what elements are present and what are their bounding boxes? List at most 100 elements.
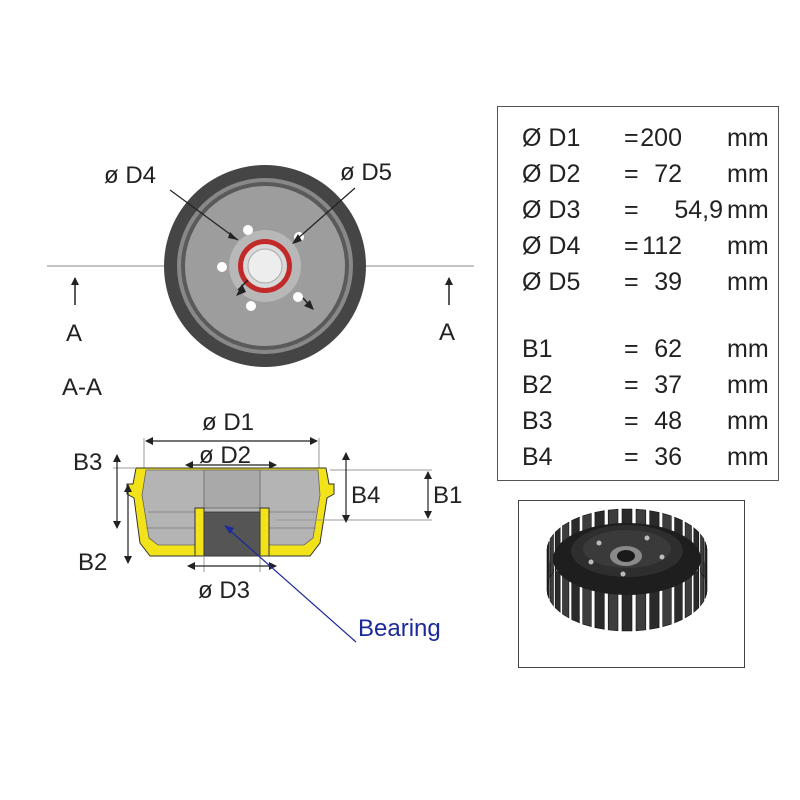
spec-value: 37 — [654, 371, 682, 399]
label-b2: B2 — [78, 549, 107, 576]
bearing-label: Bearing — [358, 615, 441, 642]
d4-dimension — [237, 279, 249, 291]
photo-bolt-hole — [596, 540, 602, 546]
front-view: ø D4 ø D5 A A — [47, 159, 474, 367]
cooling-fin — [607, 591, 619, 632]
cooling-fin — [554, 569, 561, 613]
cooling-fin — [571, 581, 580, 624]
spec-row: Ø D5 = 39 mm — [498, 264, 778, 300]
spec-row: Ø D3 = 54,9 mm — [498, 192, 778, 228]
label-b1: B1 — [433, 482, 462, 509]
label-d2: ø D2 — [199, 442, 251, 469]
spec-unit: mm — [727, 196, 769, 224]
spec-value: 72 — [654, 160, 682, 188]
label-d4: ø D4 — [104, 162, 156, 189]
bearing-arrow — [224, 525, 234, 534]
spec-unit: mm — [727, 335, 769, 363]
spec-name: B4 — [522, 443, 553, 471]
spec-unit: mm — [727, 371, 769, 399]
spec-row: Ø D2 = 72 mm — [498, 156, 778, 192]
bolt-hole — [217, 262, 227, 272]
cooling-fin — [635, 591, 647, 632]
spec-equals: = — [624, 268, 639, 296]
spec-unit: mm — [727, 124, 769, 152]
spec-equals: = — [624, 160, 639, 188]
spec-name: Ø D5 — [522, 268, 581, 296]
spec-unit: mm — [727, 232, 769, 260]
spec-equals: = — [624, 443, 639, 471]
section-view: A-A ø D1 ø D2 B4 B1 — [62, 374, 462, 643]
d4-arrow-lower — [236, 284, 246, 296]
hub-column — [203, 469, 261, 509]
spec-row: Ø D1 = 200 mm — [498, 120, 778, 156]
spec-value: 62 — [654, 335, 682, 363]
cooling-fin — [693, 569, 700, 613]
section-title: A-A — [62, 374, 102, 401]
label-d5: ø D5 — [340, 159, 392, 186]
label-d3: ø D3 — [198, 577, 250, 604]
spec-equals: = — [624, 196, 639, 224]
spec-equals: = — [624, 371, 639, 399]
photo-bolt-hole — [659, 554, 665, 560]
cooling-fin — [662, 585, 672, 627]
cooling-fin — [649, 589, 660, 630]
spec-row: B1 = 62 mm — [498, 331, 778, 367]
spec-value: 39 — [654, 268, 682, 296]
d5-arrow — [292, 234, 302, 244]
label-b4: B4 — [351, 482, 380, 509]
bolt-hole — [293, 292, 303, 302]
d5-leader — [295, 187, 356, 241]
cooling-fin — [621, 592, 633, 632]
label-d1: ø D1 — [202, 409, 254, 436]
spec-equals: = — [624, 335, 639, 363]
bolt-hole — [246, 301, 256, 311]
spec-value: 54,9 — [674, 196, 723, 224]
spec-unit: mm — [727, 268, 769, 296]
spec-name: Ø D4 — [522, 232, 581, 260]
product-photo-frame — [518, 500, 745, 668]
photo-bolt-hole — [644, 535, 650, 541]
spec-value: 200 — [640, 124, 682, 152]
spec-row: B3 = 48 mm — [498, 403, 778, 439]
spec-unit: mm — [727, 160, 769, 188]
section-label-left: A — [66, 320, 82, 347]
section-label-right: A — [439, 319, 455, 346]
spec-name: B1 — [522, 335, 553, 363]
d4-leader — [169, 189, 239, 241]
spec-unit: mm — [727, 443, 769, 471]
specification-table: Ø D1 = 200 mm Ø D2 = 72 mm Ø D3 = 54,9 m… — [497, 106, 779, 481]
cooling-fin — [704, 541, 707, 585]
spec-value: 48 — [654, 407, 682, 435]
cooling-fin — [547, 541, 550, 585]
spec-equals: = — [624, 232, 639, 260]
cooling-fin — [684, 575, 692, 619]
hub-wall-left — [194, 507, 205, 557]
spec-name: Ø D3 — [522, 196, 581, 224]
spec-value: 36 — [654, 443, 682, 471]
cooling-fin — [582, 585, 592, 627]
spec-row: Ø D4 = 112 mm — [498, 228, 778, 264]
spec-equals: = — [624, 407, 639, 435]
spec-value: 112 — [642, 232, 682, 260]
cooling-fin — [594, 589, 605, 630]
hub-wall-right — [259, 507, 270, 557]
spec-name: B2 — [522, 371, 553, 399]
hub-bearing-inner — [617, 550, 635, 562]
cooling-fin — [700, 533, 705, 578]
cooling-fin — [549, 533, 554, 578]
spec-equals: = — [624, 124, 639, 152]
spec-name: Ø D1 — [522, 124, 581, 152]
cooling-fin — [562, 575, 570, 619]
photo-bolt-hole — [588, 559, 594, 565]
brake-drum-photo — [546, 508, 708, 632]
spec-row: B4 = 36 mm — [498, 439, 778, 475]
spec-name: B3 — [522, 407, 553, 435]
spec-row: B2 = 37 mm — [498, 367, 778, 403]
spec-name: Ø D2 — [522, 160, 581, 188]
hub-bore — [247, 248, 283, 284]
d5-arrow-lower — [304, 300, 314, 310]
cooling-fin — [674, 581, 683, 624]
label-b3: B3 — [73, 449, 102, 476]
d4-arrow — [228, 232, 238, 240]
